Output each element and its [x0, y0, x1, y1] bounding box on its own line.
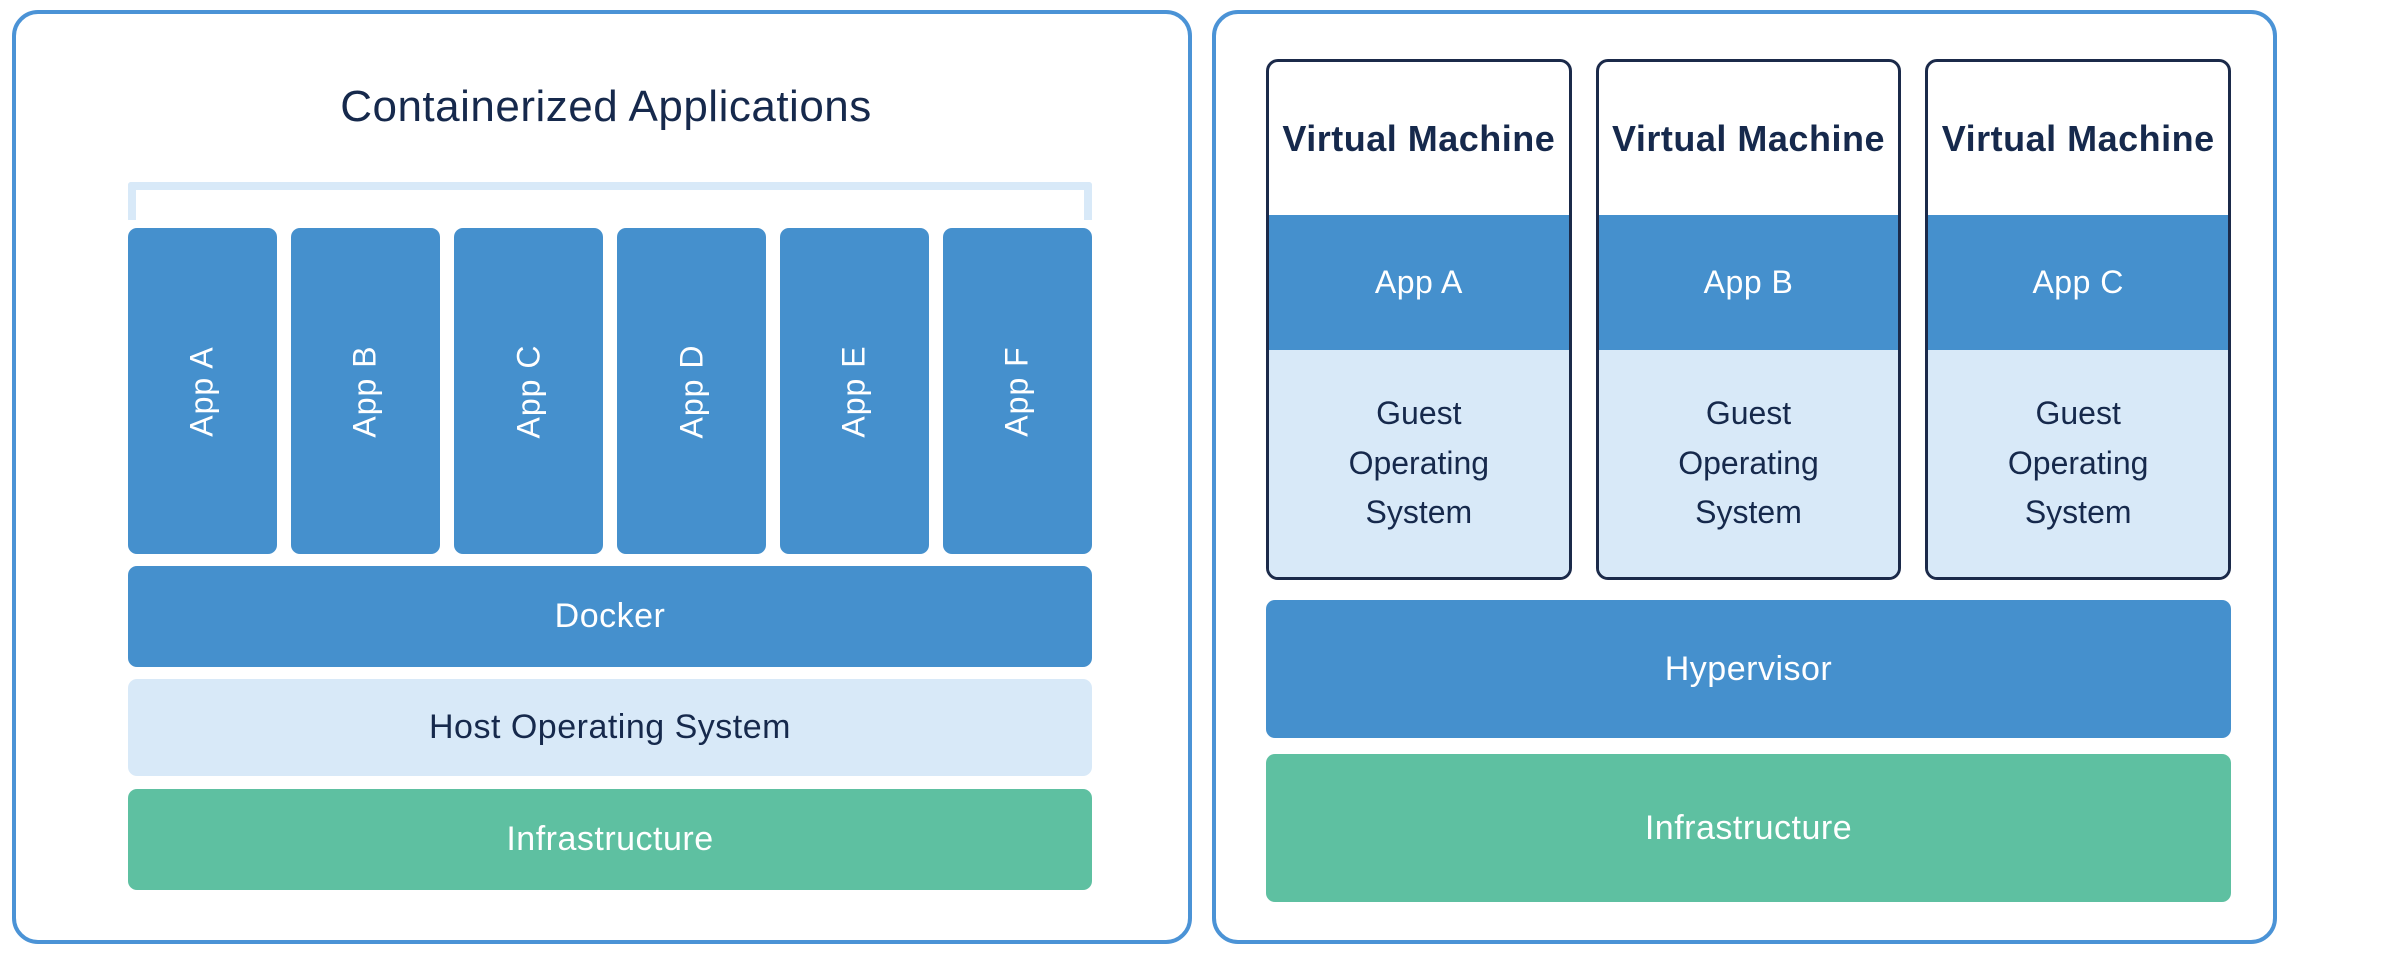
vm-card-title: Virtual Machine — [1612, 117, 1885, 159]
app-column-b: App B — [291, 228, 440, 554]
docker-layer: Docker — [128, 566, 1092, 667]
containers-panel-title: Containerized Applications — [340, 82, 872, 131]
vm-card-title: Virtual Machine — [1941, 117, 2215, 159]
vm-guest-os-box: Guest Operating System — [1928, 350, 2229, 577]
app-column-a: App A — [128, 228, 277, 554]
vm-app-box: App A — [1269, 215, 1569, 350]
infrastructure-layer-left: Infrastructure — [128, 789, 1092, 890]
app-column-label: App A — [184, 345, 220, 437]
app-column-label: App B — [346, 344, 383, 438]
vm-guest-os-label: Guest Operating System — [1678, 395, 1819, 531]
vm-card-title: Virtual Machine — [1282, 117, 1556, 159]
app-column-d: App D — [617, 228, 766, 554]
app-columns-row: App A App B App C App D App E App F — [128, 228, 1092, 554]
vm-card-2: Virtual Machine App B Guest Operating Sy… — [1595, 59, 1902, 580]
vm-card-3: Virtual Machine App C Guest Operating Sy… — [1925, 59, 2232, 580]
hypervisor-layer: Hypervisor — [1266, 600, 2231, 738]
vm-guest-os-label: Guest Operating System — [2007, 395, 2149, 531]
host-os-layer: Host Operating System — [128, 679, 1092, 776]
vm-card-header: Virtual Machine — [1269, 62, 1569, 215]
app-column-label: App F — [999, 345, 1035, 437]
app-column-f: App F — [943, 228, 1092, 554]
app-column-label: App D — [673, 344, 709, 438]
vm-card-header: Virtual Machine — [1928, 62, 2228, 215]
vm-panel: Virtual Machine App A Guest Operating Sy… — [1212, 10, 2277, 944]
vm-app-box: App C — [1928, 215, 2229, 350]
vm-cards-row: Virtual Machine App A Guest Operating Sy… — [1266, 59, 2232, 580]
vm-card-header: Virtual Machine — [1599, 62, 1899, 215]
containers-bracket — [128, 182, 1092, 220]
vm-guest-os-label: Guest Operating System — [1348, 395, 1490, 531]
app-column-label: App C — [510, 344, 546, 438]
app-column-label: App E — [835, 344, 872, 438]
infrastructure-layer-right: Infrastructure — [1266, 754, 2231, 902]
vm-guest-os-box: Guest Operating System — [1598, 350, 1899, 577]
vm-app-box: App B — [1598, 215, 1899, 350]
app-column-e: App E — [780, 228, 929, 554]
app-column-c: App C — [454, 228, 603, 554]
vm-guest-os-box: Guest Operating System — [1269, 350, 1569, 577]
vm-card-1: Virtual Machine App A Guest Operating Sy… — [1266, 59, 1572, 580]
containers-panel: Containerized Applications App A App B A… — [12, 10, 1192, 944]
